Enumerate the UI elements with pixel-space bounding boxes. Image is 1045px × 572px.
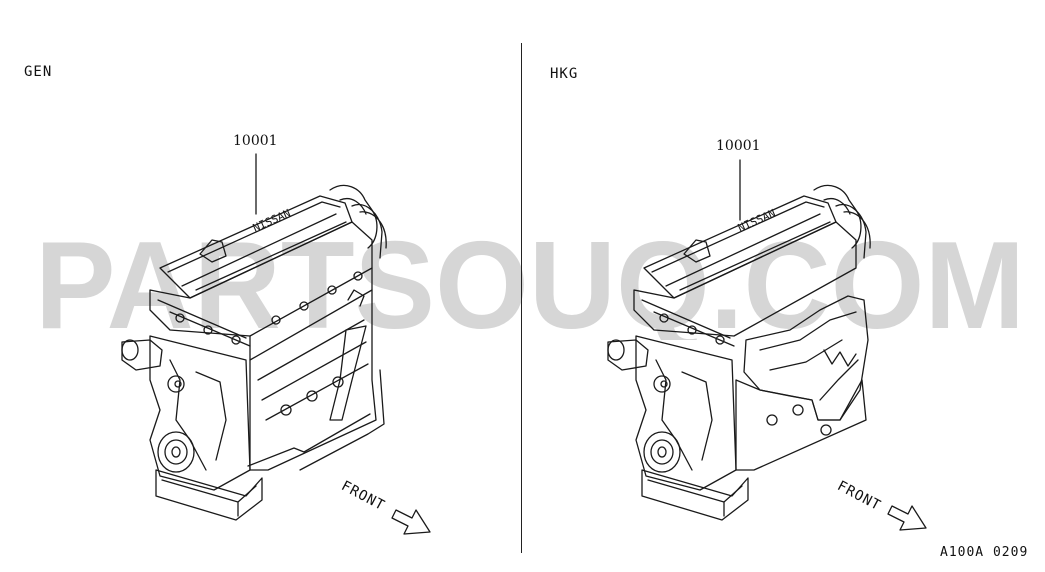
watermark-text: PARTSOUQ.COM xyxy=(35,230,1025,340)
valve-cover-hkg xyxy=(643,195,837,299)
part-number-callout-right[interactable]: 10001 xyxy=(716,138,761,154)
panel-divider xyxy=(521,43,522,553)
cover-logo-text: NISSAN xyxy=(251,207,293,235)
variant-label-gen: GEN xyxy=(24,64,53,80)
engine-assembly-hkg[interactable]: NISSAN xyxy=(607,159,871,521)
part-number-callout-left[interactable]: 10001 xyxy=(233,133,278,149)
valve-cover-gen xyxy=(159,195,353,299)
engine-assembly-gen[interactable]: NISSAN xyxy=(121,153,387,521)
front-arrow-left xyxy=(391,509,431,535)
front-arrow-right xyxy=(887,505,927,531)
watermark: PARTSOUQ.COM xyxy=(35,230,1025,340)
cover-logo-text-right: NISSAN xyxy=(736,207,778,235)
diagram-code: A100A 0209 xyxy=(940,545,1029,560)
variant-label-hkg: HKG xyxy=(550,66,579,82)
